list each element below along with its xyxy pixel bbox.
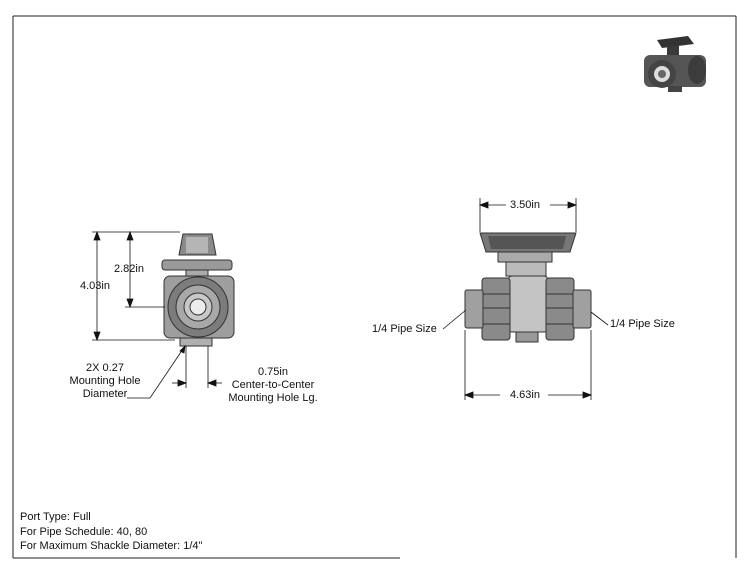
hole-diameter-line1: 2X 0.27 <box>86 362 124 374</box>
end-view <box>161 233 235 347</box>
end-view-dimensions <box>92 230 222 399</box>
overall-length-label: 4.63in <box>510 389 540 401</box>
side-view <box>464 232 592 343</box>
hole-spacing-line2: Center-to-Center <box>231 379 315 391</box>
note-port-type: Port Type: Full <box>20 511 91 523</box>
side-view-dimensions <box>442 198 609 400</box>
hole-spacing-line3: Mounting Hole Lg. <box>228 392 318 404</box>
hole-diameter-line3: Diameter <box>82 388 128 400</box>
spec-notes: Port Type: Full For Pipe Schedule: 40, 8… <box>20 510 202 554</box>
overall-height-label: 4.03in <box>80 280 110 292</box>
note-pipe-schedule: For Pipe Schedule: 40, 80 <box>20 525 148 538</box>
hole-spacing-label: 0.75in Center-to-Center Mounting Hole Lg… <box>218 366 328 405</box>
note-shackle-diameter: For Maximum Shackle Diameter: 1/4" <box>20 540 203 552</box>
hole-diameter-line2: Mounting Hole <box>69 375 141 387</box>
hole-diameter-label: 2X 0.27 Mounting Hole Diameter <box>60 362 150 401</box>
isometric-thumbnail <box>644 36 706 92</box>
handle-width-label: 3.50in <box>510 199 540 211</box>
left-pipe-size-label: 1/4 Pipe Size <box>372 323 437 335</box>
hole-spacing-line1: 0.75in <box>258 366 288 378</box>
right-pipe-size-label: 1/4 Pipe Size <box>610 318 675 330</box>
handle-height-label: 2.82in <box>114 263 144 275</box>
sheet-border <box>12 15 737 559</box>
